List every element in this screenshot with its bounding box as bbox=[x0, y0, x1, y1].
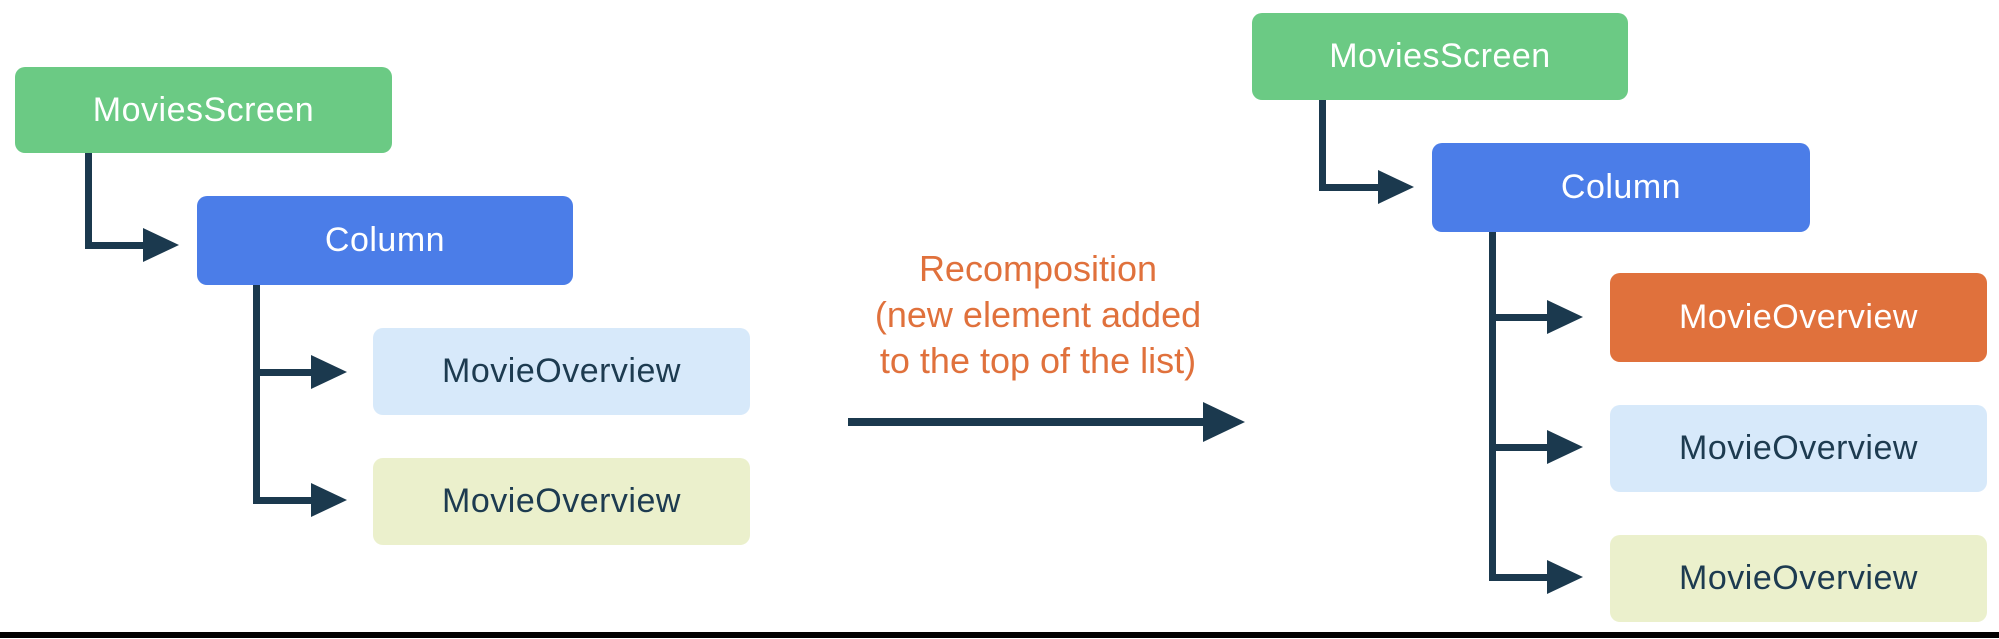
right-connector-1-horizontal-line bbox=[1319, 184, 1380, 191]
left-arrow-head-3-icon bbox=[311, 483, 347, 517]
left-connector-1-vertical-line bbox=[85, 153, 92, 249]
right-connector-1-vertical-line bbox=[1319, 100, 1326, 191]
right-node-moviesscreen: MoviesScreen bbox=[1252, 13, 1628, 100]
left-node-column: Column bbox=[197, 196, 573, 285]
right-node-column: Column bbox=[1432, 143, 1810, 232]
right-arrow-head-2-icon bbox=[1547, 300, 1583, 334]
caption-line-1: Recomposition bbox=[918, 248, 1158, 289]
left-arrow-head-1-icon bbox=[143, 228, 179, 262]
right-branch-3-line bbox=[1489, 574, 1549, 581]
bottom-divider-line bbox=[0, 632, 1999, 638]
right-arrow-head-4-icon bbox=[1547, 560, 1583, 594]
right-branch-2-line bbox=[1489, 444, 1549, 451]
right-node-movieoverview-1: MovieOverview bbox=[1610, 405, 1987, 492]
caption-line-3: to the top of the list) bbox=[879, 340, 1197, 381]
left-node-moviesscreen: MoviesScreen bbox=[15, 67, 392, 153]
recomposition-caption: Recomposition (new element added to the … bbox=[828, 246, 1248, 384]
right-arrow-head-1-icon bbox=[1378, 170, 1414, 204]
recomposition-arrow-head-icon bbox=[1203, 402, 1245, 442]
left-connector-2-vertical-line bbox=[253, 285, 260, 504]
recomposition-arrow-line bbox=[848, 418, 1205, 426]
caption-line-2: (new element added bbox=[874, 294, 1202, 335]
right-node-movieoverview-new: MovieOverview bbox=[1610, 273, 1987, 362]
left-node-movieoverview-2: MovieOverview bbox=[373, 458, 750, 545]
left-node-movieoverview-1: MovieOverview bbox=[373, 328, 750, 415]
right-connector-2-vertical-line bbox=[1489, 232, 1496, 581]
right-branch-1-line bbox=[1489, 314, 1549, 321]
right-node-movieoverview-2: MovieOverview bbox=[1610, 535, 1987, 622]
left-connector-1-horizontal-line bbox=[85, 242, 145, 249]
left-branch-2-line bbox=[253, 497, 313, 504]
right-arrow-head-3-icon bbox=[1547, 430, 1583, 464]
left-arrow-head-2-icon bbox=[311, 355, 347, 389]
left-branch-1-line bbox=[253, 369, 313, 376]
